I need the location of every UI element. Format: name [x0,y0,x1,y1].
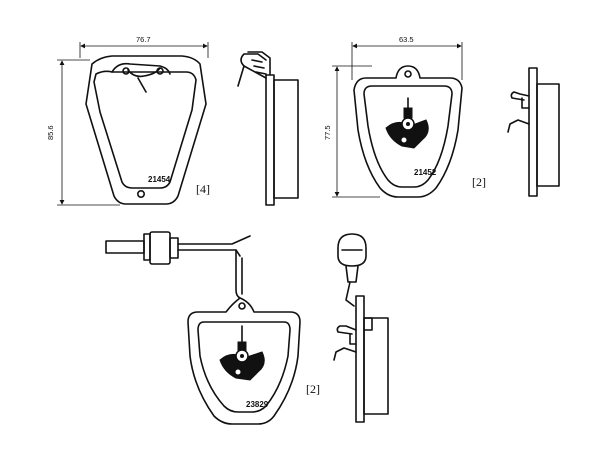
pad-21454-sensor-hole [137,190,146,199]
pad-23829-backing-plate [187,297,301,425]
pad-21454-height-label: 85.6 [46,125,55,140]
pad-23829-code: 23829 [246,400,269,409]
pad-21452-quantity: [2] [472,175,486,189]
pad-21452-backing-plate [353,65,463,198]
wear-sensor-plug [337,233,367,267]
pad-21454-backing-plate [85,55,207,205]
pad-21452-width-label: 63.5 [399,35,414,44]
wear-sensor-connector [105,240,145,254]
pad-21454-quantity: [4] [196,182,210,196]
pad-21452-friction-material [363,85,453,188]
pad-21452-front-view: 63.5 77.5 21452 [323,35,463,198]
pad-23829-wear-sensor [105,231,251,299]
pad-23829-mount-hole [238,302,246,310]
pad-23829-front-view: 23829 [105,231,301,425]
pad-21454-code: 21454 [148,175,171,184]
pad-21452-height-label: 77.5 [323,125,332,140]
pad-21454-width-label: 76.7 [136,35,151,44]
pad-21454-friction-material [93,70,197,189]
pad-23829-friction-material [197,321,291,413]
pad-21454-side-view [237,51,299,206]
pad-23829-quantity: [2] [306,382,320,396]
pad-21452-side-view [507,67,560,197]
pad-23829-side-view [333,233,389,423]
pad-21452-spring-clip [385,97,429,149]
pad-21454-spring-clip [111,62,171,75]
pad-21452-code: 21452 [414,168,437,177]
pad-23829-spring-clip [219,325,265,381]
pad-21454-front-view: 76.7 85.6 21454 [46,35,209,206]
pad-21452-mount-hole [404,70,412,78]
